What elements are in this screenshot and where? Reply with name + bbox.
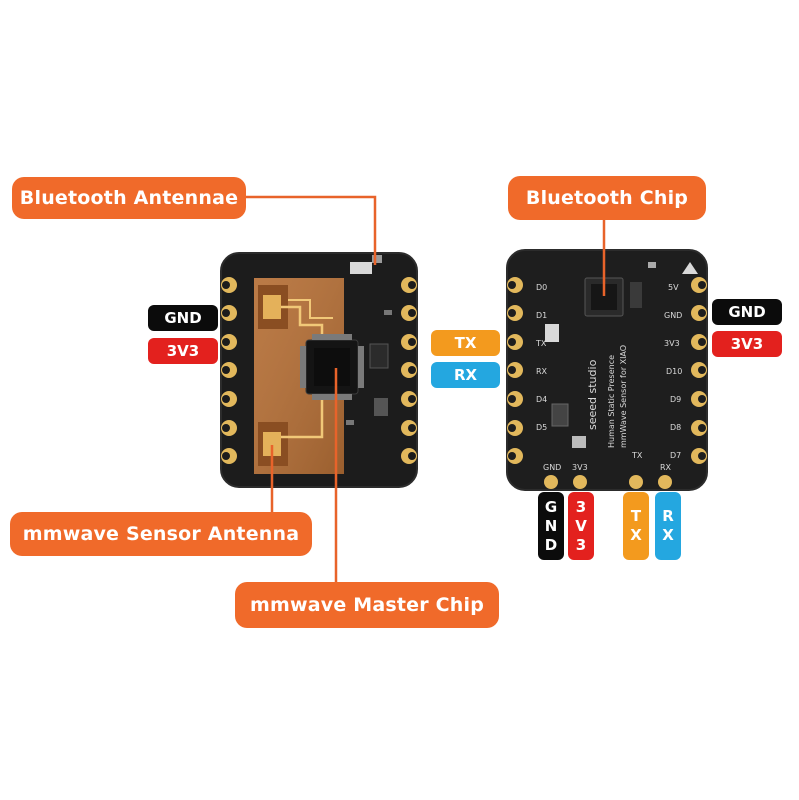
pin-label-tx: TX xyxy=(431,330,500,356)
back-board: D0 D1 TX RX D4 D5 5V GND 3V3 D10 D9 D8 D… xyxy=(506,249,708,491)
front-board xyxy=(220,252,418,488)
gnd-letter-3: D xyxy=(544,535,558,554)
mmwave-master-chip xyxy=(300,334,364,400)
rx-letter-1: R xyxy=(662,507,674,525)
silk-right-3: D10 xyxy=(666,367,682,376)
pin-label-gnd-right: GND xyxy=(712,299,782,325)
tx-letter-2: X xyxy=(630,526,642,544)
pin-label-gnd-bottom: G N D xyxy=(538,492,564,560)
leader-lines xyxy=(245,195,606,582)
silk-right-2: 3V3 xyxy=(664,339,680,348)
callout-bluetooth-chip: Bluetooth Chip xyxy=(508,176,706,220)
silk-left-1: D1 xyxy=(536,311,547,320)
silk-bottom-2: TX xyxy=(631,451,643,460)
tx-letter-1: T xyxy=(630,507,642,525)
silk-bottom-1: 3V3 xyxy=(572,463,588,472)
pin-label-rx-bottom: R X xyxy=(655,492,681,560)
product-line-2: mmWave Sensor for XIAO xyxy=(619,345,628,448)
v33-letter-3: 3 xyxy=(575,535,587,554)
silk-right-4: D9 xyxy=(670,395,681,404)
callout-bluetooth-antennae: Bluetooth Antennae xyxy=(12,177,246,219)
pin-label-tx-bottom: T X xyxy=(623,492,649,560)
gnd-letter-1: G xyxy=(544,497,558,516)
callout-mmwave-master-chip: mmwave Master Chip xyxy=(235,582,499,628)
back-silkscreen: D0 D1 TX RX D4 D5 5V GND 3V3 D10 D9 D8 D… xyxy=(535,283,682,472)
gnd-letter-2: N xyxy=(544,516,558,535)
back-bottom-pads xyxy=(544,475,672,489)
silk-left-4: D4 xyxy=(536,395,547,404)
silk-left-2: TX xyxy=(535,339,547,348)
v33-letter-2: V xyxy=(575,516,587,535)
pin-label-3v3-right: 3V3 xyxy=(712,331,782,357)
silk-right-6: D7 xyxy=(670,451,681,460)
silk-bottom-3: RX xyxy=(660,463,672,472)
brand-logo: seeed studio xyxy=(586,359,599,430)
pin-label-3v3-bottom: 3 V 3 xyxy=(568,492,594,560)
rx-letter-2: X xyxy=(662,526,674,544)
pin-label-gnd-left: GND xyxy=(148,305,218,331)
v33-letter-1: 3 xyxy=(575,497,587,516)
silk-right-5: D8 xyxy=(670,423,681,432)
callout-mmwave-sensor-antenna: mmwave Sensor Antenna xyxy=(10,512,312,556)
silk-left-3: RX xyxy=(536,367,548,376)
silk-right-0: 5V xyxy=(668,283,679,292)
silk-bottom-0: GND xyxy=(543,463,561,472)
pin-label-3v3-left: 3V3 xyxy=(148,338,218,364)
silk-right-1: GND xyxy=(664,311,682,320)
silk-left-5: D5 xyxy=(536,423,547,432)
silk-left-0: D0 xyxy=(536,283,547,292)
product-line-1: Human Static Presence xyxy=(607,355,616,448)
pin-label-rx: RX xyxy=(431,362,500,388)
